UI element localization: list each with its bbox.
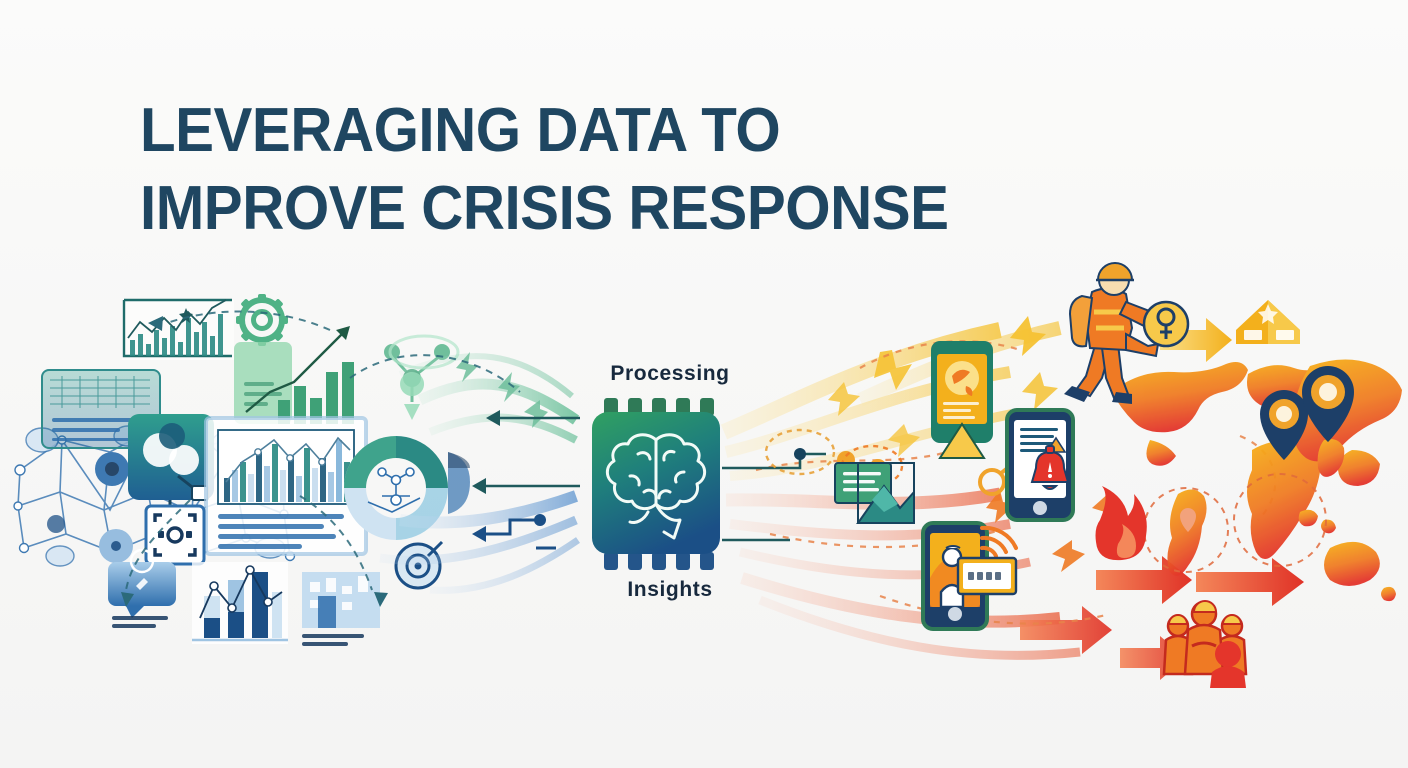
rescue-worker-icon xyxy=(1064,262,1190,404)
combo-chart-icon xyxy=(192,562,288,644)
insights-label: Insights xyxy=(627,578,713,601)
fire-icon xyxy=(1095,486,1147,561)
bar-slab-icon xyxy=(448,452,470,514)
inbound-arrow-head xyxy=(472,478,486,494)
city-data-icon xyxy=(302,572,380,646)
response-team-icon xyxy=(1162,600,1248,688)
image-card-icon xyxy=(834,462,915,524)
location-pin-icon xyxy=(1260,390,1308,460)
location-pin-icon-2 xyxy=(1302,366,1354,442)
relief-tent-icon xyxy=(1236,300,1300,344)
target-icon xyxy=(394,540,444,590)
gear-icon xyxy=(236,294,288,346)
yellow-arrow-heads xyxy=(828,316,1058,457)
bell-icon xyxy=(1030,445,1070,490)
alert-phone-icon xyxy=(1005,408,1075,522)
relief-arrow xyxy=(1160,318,1232,362)
broadcast-phone-icon xyxy=(921,521,1018,631)
brain-icon xyxy=(605,433,707,540)
page-title: Leveraging Data to Improve Crisis Respon… xyxy=(140,96,949,243)
map-phone-icon xyxy=(931,341,993,459)
qr-code-icon xyxy=(144,504,206,566)
line-bar-chart-icon xyxy=(122,298,234,360)
processing-label: Processing xyxy=(610,362,730,385)
pin-small-icon xyxy=(1180,508,1196,532)
dashboard-screen-icon xyxy=(204,416,368,556)
